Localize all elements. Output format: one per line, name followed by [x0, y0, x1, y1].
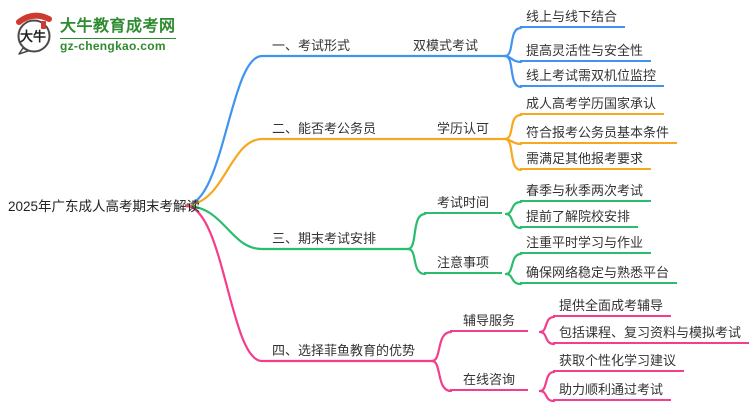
leaf-node: 确保网络稳定与熟悉平台 — [520, 265, 678, 284]
branch1-label: 一、考试形式 — [272, 38, 351, 53]
logo-url: gz-chengkao.com — [60, 38, 176, 53]
branch3-subfork-line — [504, 200, 523, 216]
branch4-fork-line — [430, 330, 453, 363]
branch4-main-line — [184, 204, 434, 363]
leaf-node: 需满足其他报考要求 — [520, 151, 652, 170]
leaf-node: 线上与线下结合 — [520, 9, 626, 28]
branch4-subtopic: 在线咨询 — [450, 372, 529, 391]
branch3-fork-line — [406, 212, 427, 251]
branch3-label: 三、期末考试安排 — [272, 231, 377, 246]
branch3-main-line — [184, 204, 410, 251]
leaf-node: 注重平时学习与作业 — [520, 235, 652, 254]
leaf-node: 获取个性化学习建议 — [553, 353, 685, 372]
branch3-subfork-line — [504, 212, 523, 230]
svg-text:大牛: 大牛 — [20, 29, 46, 44]
branch2-fork-line — [503, 113, 523, 141]
branch1-fork-line — [503, 26, 523, 58]
branch4-subfork-line — [538, 315, 556, 334]
branch4-subfork-line — [538, 330, 556, 346]
branch3-subfork-line — [504, 272, 523, 286]
leaf-node: 提高灵活性与安全性 — [520, 43, 652, 62]
branch4-fork-line — [430, 359, 453, 393]
branch3-subtopic: 考试时间 — [424, 195, 503, 214]
branch4-subfork-line — [538, 389, 556, 403]
branch1-topic: 双模式考试 — [413, 38, 479, 53]
branch3-subfork-line — [504, 252, 523, 276]
leaf-node: 提前了解院校安排 — [520, 209, 639, 228]
branch4-subfork-line — [538, 370, 556, 393]
logo-text-block: 大牛教育成考网 gz-chengkao.com — [60, 18, 176, 53]
branch3-subtopic: 注意事项 — [424, 255, 503, 274]
leaf-node: 包括课程、复习资料与模拟考试 — [553, 325, 750, 344]
leaf-node: 符合报考公务员基本条件 — [520, 125, 678, 144]
daniu-logo-icon: 大牛 — [16, 12, 52, 55]
branch2-label: 二、能否考公务员 — [272, 121, 377, 136]
branch2-main-line — [184, 137, 507, 207]
leaf-node: 助力顺利通过考试 — [553, 382, 672, 401]
leaf-node: 线上考试需双机位监控 — [520, 68, 665, 87]
leaf-node: 成人高考学历国家承认 — [520, 96, 665, 115]
branch2-fork-line — [503, 137, 523, 172]
branch3-fork-line — [406, 247, 427, 276]
logo-title: 大牛教育成考网 — [60, 18, 176, 35]
site-logo: 大牛 大牛教育成考网 gz-chengkao.com — [15, 9, 176, 55]
branch4-label: 四、选择菲鱼教育的优势 — [272, 343, 416, 358]
branch2-topic: 学历认可 — [437, 121, 490, 136]
branch1-main-line — [184, 54, 507, 207]
root-node: 2025年广东成人高考期末考解读 — [8, 199, 201, 214]
branch4-subtopic: 辅导服务 — [450, 313, 529, 332]
branch1-fork-line — [503, 54, 523, 89]
leaf-node: 提供全面成考辅导 — [553, 298, 672, 317]
leaf-node: 春季与秋季两次考试 — [520, 183, 652, 202]
